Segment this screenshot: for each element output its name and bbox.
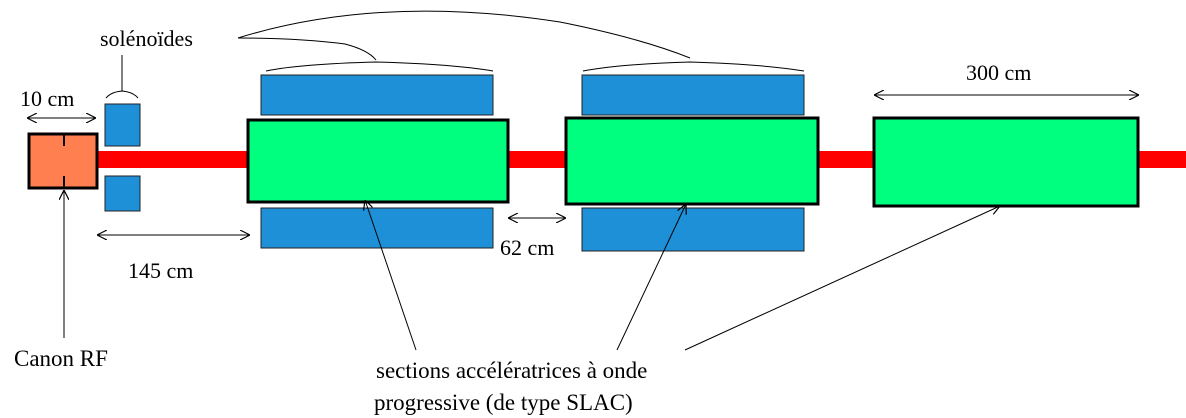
solenoid: [260, 74, 494, 116]
section-solenoids: [260, 74, 805, 252]
solenoids-label: solénoïdes: [100, 26, 193, 51]
accelerating-section: [872, 116, 1140, 208]
section-pointer: [616, 204, 686, 351]
solenoid: [581, 207, 805, 252]
gun-to-section-label: 145 cm: [128, 258, 193, 283]
sections-label-line2: progressive (de type SLAC): [374, 390, 633, 415]
accelerating-sections: [246, 116, 1140, 208]
sections-label-line1: sections accélératrices à onde: [376, 358, 647, 383]
accelerating-section: [564, 116, 820, 206]
section-length-label: 300 cm: [966, 60, 1031, 85]
beam-pipe-segment: [818, 151, 875, 168]
solenoid-brace: [582, 61, 805, 72]
beam-pipe-segment: [507, 151, 568, 168]
section-gap-label: 62 cm: [500, 235, 554, 260]
beam-pipe-segment: [96, 151, 251, 168]
solenoid-leader: [237, 37, 377, 61]
dimension-arrows: [27, 95, 1139, 235]
gun-width-label: 10 cm: [20, 86, 74, 111]
gun-solenoids: [104, 103, 141, 212]
section-pointer: [365, 200, 417, 351]
beam-pipe-segment: [1138, 151, 1186, 168]
solenoid: [581, 74, 805, 116]
solenoid-callout: [105, 10, 805, 99]
accelerating-section: [246, 118, 510, 204]
pointer-lines: [64, 190, 1000, 351]
solenoid: [260, 207, 494, 249]
beam-pipe: [96, 151, 1186, 168]
solenoid-leader: [237, 10, 691, 59]
solenoid-brace: [265, 61, 494, 72]
rf-gun-label: Canon RF: [14, 346, 108, 371]
solenoid: [104, 175, 141, 212]
solenoid: [104, 103, 141, 147]
rf-gun: [27, 132, 99, 190]
solenoid-brace: [105, 90, 139, 99]
section-pointer: [684, 206, 1000, 351]
